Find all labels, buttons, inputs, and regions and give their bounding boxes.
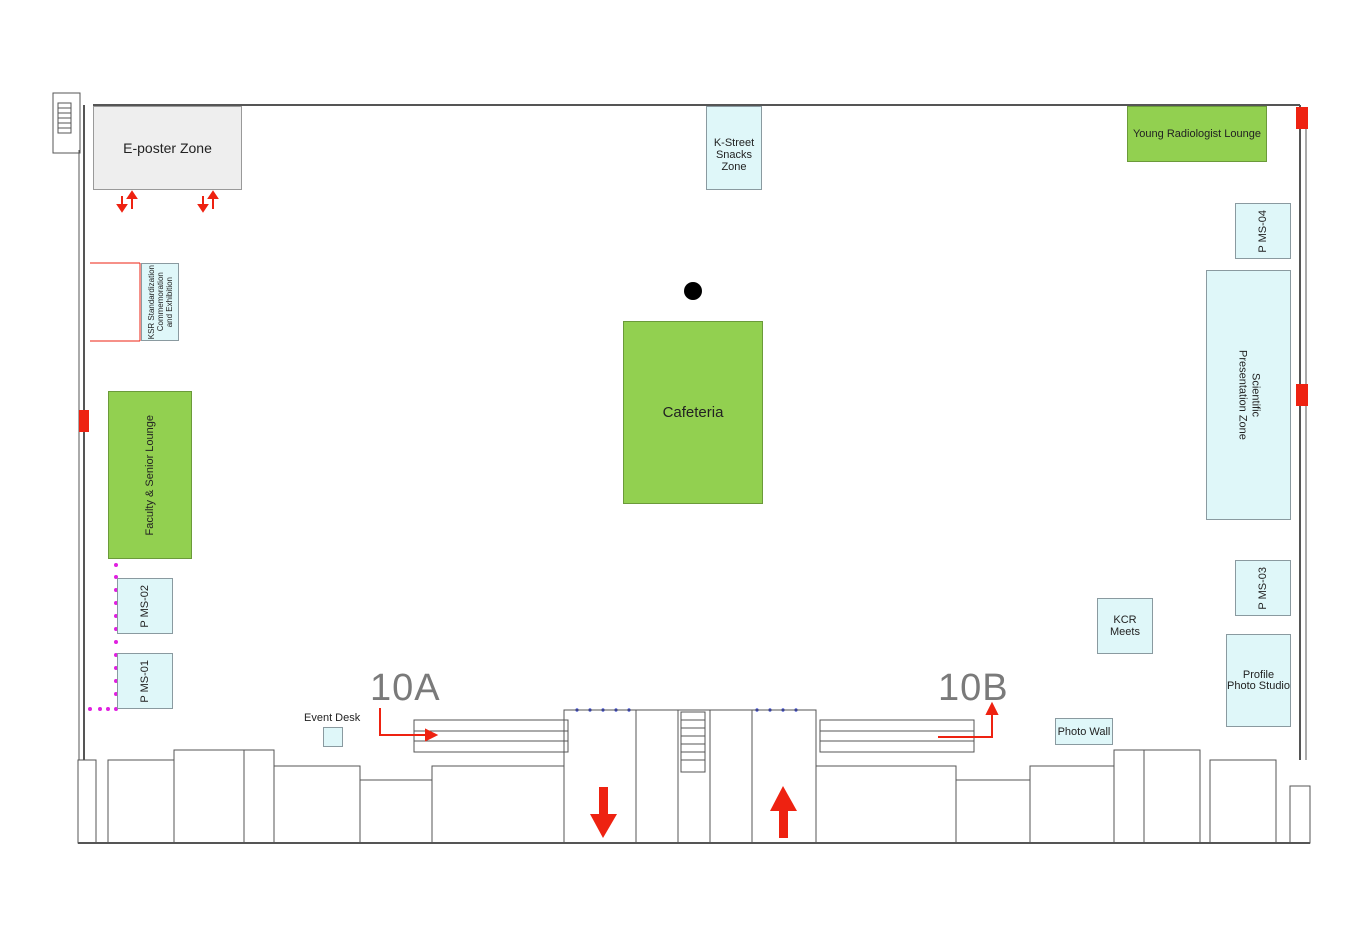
room-pms02-label: P MS-02 — [139, 584, 151, 628]
wall-markers — [79, 107, 1308, 432]
escalator-10b — [819, 719, 975, 753]
event-desk-box[interactable] — [323, 727, 343, 747]
service-rooms — [77, 709, 1311, 844]
fire-extinguisher-dot — [684, 282, 702, 300]
young-radiologist-lounge-label: Young Radiologist Lounge — [1132, 128, 1262, 140]
entry-arrow-up — [770, 786, 797, 838]
room-pms03-label: P MS-03 — [1257, 566, 1269, 610]
eposter-zone-label: E-poster Zone — [123, 140, 212, 156]
kstreet-snacks-zone[interactable]: K-Street Snacks Zone — [706, 106, 762, 190]
entrance-10a: 10A — [370, 667, 441, 709]
photo-wall[interactable]: Photo Wall — [1055, 718, 1113, 745]
central-stair — [680, 711, 706, 773]
path-arrow-10a — [379, 708, 439, 742]
scientific-presentation-zone-label: Scientific Presentation Zone — [1236, 350, 1262, 440]
room-pms01[interactable]: P MS-01 — [117, 653, 173, 709]
escalator-10a — [413, 719, 569, 753]
stair-top-left — [57, 102, 72, 134]
room-pms04-label: P MS-04 — [1257, 209, 1269, 253]
cafeteria[interactable]: Cafeteria — [623, 321, 763, 504]
entrance-10b: 10B — [938, 667, 1009, 709]
photo-wall-label: Photo Wall — [1057, 725, 1111, 738]
exit-arrow-down — [590, 787, 617, 838]
room-pms01-label: P MS-01 — [139, 659, 151, 703]
event-desk-label: Event Desk — [304, 712, 361, 724]
ksr-exhibition[interactable]: KSR Standardization Commemoration and Ex… — [141, 263, 179, 341]
magenta-dotted-line — [88, 563, 118, 711]
faculty-senior-lounge[interactable]: Faculty & Senior Lounge — [108, 391, 192, 559]
room-pms04[interactable]: P MS-04 — [1235, 203, 1291, 259]
path-arrow-10b — [938, 701, 999, 738]
ksr-exhibition-label: KSR Standardization Commemoration and Ex… — [146, 264, 174, 340]
room-pms03[interactable]: P MS-03 — [1235, 560, 1291, 616]
profile-photo-studio[interactable]: Profile Photo Studio — [1226, 634, 1291, 727]
kcr-meets[interactable]: KCR Meets — [1097, 598, 1153, 654]
kcr-meets-label: KCR Meets — [1110, 614, 1140, 638]
eposter-zone[interactable]: E-poster Zone — [93, 106, 242, 190]
cafeteria-label: Cafeteria — [662, 404, 724, 421]
ksr-bracket — [90, 262, 141, 342]
kstreet-snacks-zone-label: K-Street Snacks Zone — [713, 137, 755, 173]
young-radiologist-lounge[interactable]: Young Radiologist Lounge — [1127, 106, 1267, 162]
profile-photo-studio-label: Profile Photo Studio — [1227, 668, 1290, 692]
scientific-presentation-zone[interactable]: Scientific Presentation Zone — [1206, 270, 1291, 520]
room-pms02[interactable]: P MS-02 — [117, 578, 173, 634]
updown-arrows — [116, 190, 219, 213]
faculty-senior-lounge-label: Faculty & Senior Lounge — [144, 414, 156, 536]
